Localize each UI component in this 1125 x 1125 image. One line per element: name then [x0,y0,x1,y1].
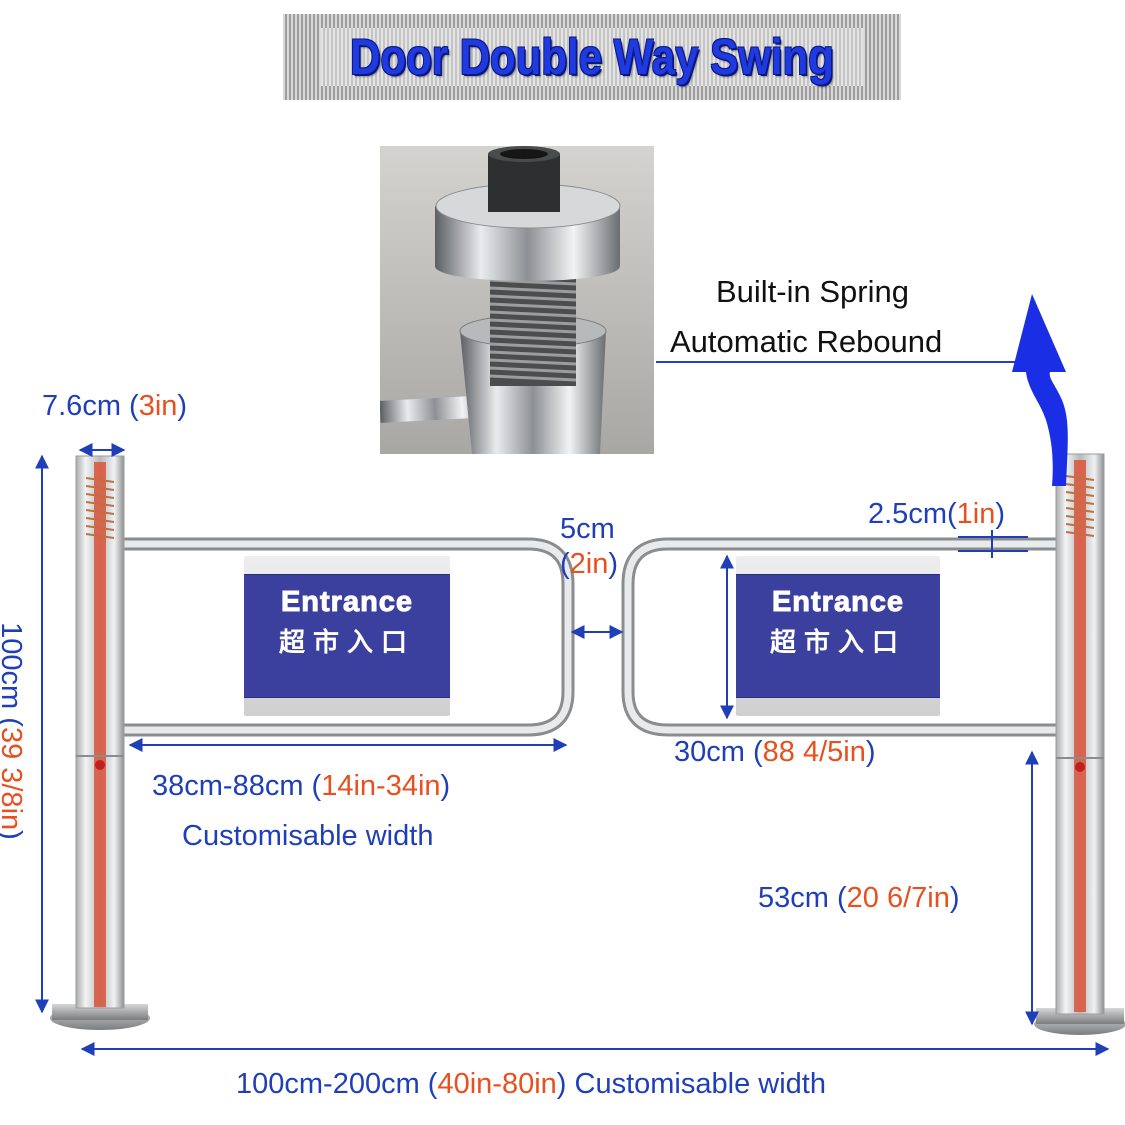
left-gate-arm [118,537,575,737]
title-banner: Door Double Way Swing [283,14,901,100]
entrance-sign-left-chinese: 超市入口 [278,628,415,658]
entrance-sign-left: Entrance 超市入口 [244,556,450,716]
arm-height-label: 30cm (88 4/5in) [674,736,876,768]
arm-height-metric: 30cm [674,736,745,768]
title-banner-inner [321,28,863,86]
entrance-sign-right-english: Entrance [771,586,905,619]
gap-imperial-label: (2in) [560,548,619,580]
callout-line-1: Built-in Spring [716,274,909,309]
callout-line-2: Automatic Rebound [670,324,943,359]
tube-metric: 2.5cm [868,498,947,530]
overall-width-imperial: 40in-80in [437,1068,557,1100]
tube-imperial: 1in [956,498,996,530]
entrance-sign-left-panel [244,574,450,698]
arm-elevation-metric: 53cm [758,882,829,914]
gap-metric: 5cm [560,513,615,545]
rebound-arrow-icon [1012,294,1068,486]
post-diameter-metric: 7.6cm [42,390,121,422]
entrance-sign-right: Entrance 超市入口 [736,556,940,716]
spring-mechanism-photo [380,146,654,454]
arm-elevation-label: 53cm (20 6/7in) [758,882,960,914]
right-gate-arm [621,537,1060,737]
left-post [50,455,150,1030]
spring-mechanism-illustration [380,146,654,454]
overall-width-label: 100cm-200cm (40in-80in) Customisable wid… [236,1068,826,1100]
tube-label: 2.5cm(1in) [868,498,1006,530]
gap-imperial: 2in [569,548,609,580]
page-title: Door Double Way Swing [350,29,834,85]
post-diameter-label: 7.6cm (3in) [42,390,188,422]
overall-width-metric: 100cm-200cm [236,1068,420,1100]
height-imperial: 39 3/8in [0,726,27,831]
arm-width-imperial: 14in-34in [321,770,441,802]
entrance-sign-right-chinese: 超市入口 [769,628,906,658]
arm-height-imperial: 88 4/5in [762,736,866,768]
entrance-sign-left-english: Entrance [280,586,414,619]
height-metric: 100cm [0,622,27,710]
arm-elevation-imperial: 20 6/7in [846,882,950,914]
post-diameter-imperial: 3in [138,390,178,422]
height-label: 100cm (39 3/8in) [0,551,27,911]
tube-dimension-marker [958,530,1028,558]
arm-width-note: Customisable width [182,820,434,852]
right-post [1034,453,1125,1035]
arm-width-label: 38cm-88cm (14in-34in) [152,770,451,802]
entrance-sign-right-panel [736,574,940,698]
arm-width-metric: 38cm-88cm [152,770,304,802]
overall-width-note: Customisable width [574,1068,826,1100]
